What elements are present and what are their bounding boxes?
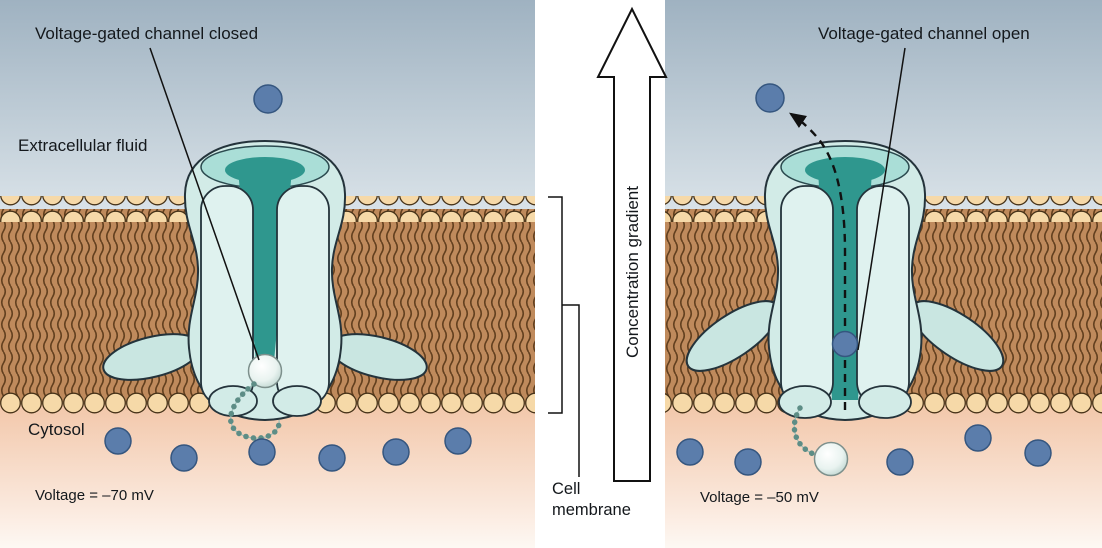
pointer-line-closed <box>149 47 260 361</box>
ion <box>248 438 276 466</box>
cell-membrane-bracket <box>548 196 580 477</box>
concentration-gradient-arrow: Concentration gradient <box>596 6 668 482</box>
ion <box>170 444 198 472</box>
cytosol-label: Cytosol <box>28 420 85 439</box>
extracellular-fluid-label: Extracellular fluid <box>18 136 148 155</box>
closed-channel-title: Voltage-gated channel closed <box>35 24 259 43</box>
concentration-gradient-label: Concentration gradient <box>623 186 642 358</box>
channel-closed <box>102 140 428 441</box>
pointer-line-open <box>857 47 906 351</box>
inactivation-ball <box>247 353 283 389</box>
ion-extracellular <box>253 84 283 114</box>
channel-subunit-left <box>200 185 254 407</box>
right-voltage-label: Voltage = –50 mV <box>700 489 819 506</box>
left-voltage-label: Voltage = –70 mV <box>35 487 154 504</box>
bracket-connector <box>562 304 580 477</box>
ion <box>886 448 914 476</box>
channel-base-lobe <box>858 385 912 419</box>
ion <box>382 438 410 466</box>
inactivation-ball <box>813 441 849 477</box>
ion <box>318 444 346 472</box>
ball-chain <box>228 381 282 441</box>
open-channel-title: Voltage-gated channel open <box>818 24 1030 43</box>
ion-flow-arrow <box>789 112 847 410</box>
ion <box>676 438 704 466</box>
cytosol-region <box>0 401 535 548</box>
bracket <box>548 196 563 414</box>
ions <box>104 83 1052 476</box>
ion <box>964 424 992 452</box>
ion <box>104 427 132 455</box>
channel-subunit-left <box>780 185 834 407</box>
ion <box>444 427 472 455</box>
ion-escaping <box>755 83 785 113</box>
channel-base-lobe <box>272 385 322 417</box>
cytosol-region <box>665 401 1102 548</box>
ion <box>734 448 762 476</box>
ball-chain <box>791 405 819 458</box>
cell-membrane-label: Cell membrane <box>552 480 631 520</box>
ion <box>1024 439 1052 467</box>
channel-base-lobe <box>778 385 832 419</box>
channel-subunit-right <box>856 185 910 407</box>
ion-in-pore <box>831 330 859 358</box>
channel-subunit-right <box>276 185 330 407</box>
up-arrow-shape <box>596 6 668 482</box>
